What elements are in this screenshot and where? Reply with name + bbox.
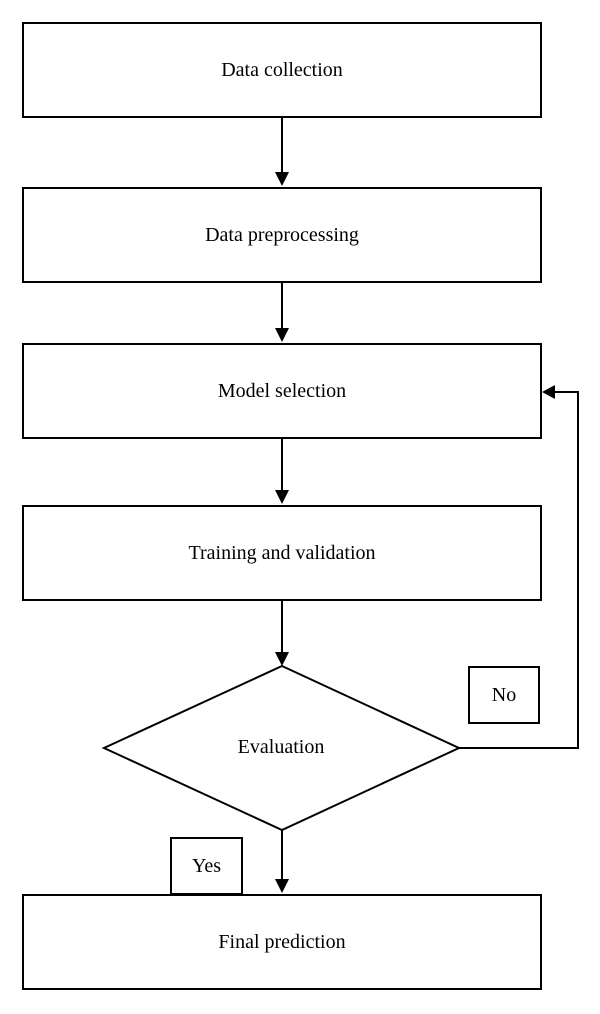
- model-selection-label: Model selection: [217, 379, 347, 402]
- arrowhead-down-2: [275, 328, 289, 342]
- arrowhead-down-1: [275, 172, 289, 186]
- no-branch-label: No: [491, 683, 517, 706]
- arrowhead-left-loop: [542, 385, 555, 399]
- final-prediction-box: Final prediction: [22, 894, 542, 990]
- loop-back-line-no: [459, 391, 579, 749]
- arrowhead-down-3: [275, 490, 289, 504]
- final-prediction-label: Final prediction: [218, 930, 346, 953]
- evaluation-diamond: [101, 664, 462, 832]
- training-validation-label: Training and validation: [188, 541, 376, 564]
- training-validation-box: Training and validation: [22, 505, 542, 601]
- arrowhead-down-4: [275, 652, 289, 666]
- yes-branch-tag: Yes: [170, 837, 243, 895]
- data-preprocessing-box: Data preprocessing: [22, 187, 542, 283]
- data-preprocessing-label: Data preprocessing: [205, 223, 359, 246]
- data-collection-box: Data collection: [22, 22, 542, 118]
- no-branch-tag: No: [468, 666, 540, 724]
- arrowhead-down-5: [275, 879, 289, 893]
- evaluation-label: Evaluation: [237, 735, 325, 758]
- yes-branch-label: Yes: [191, 854, 222, 877]
- data-collection-label: Data collection: [221, 58, 343, 81]
- model-selection-box: Model selection: [22, 343, 542, 439]
